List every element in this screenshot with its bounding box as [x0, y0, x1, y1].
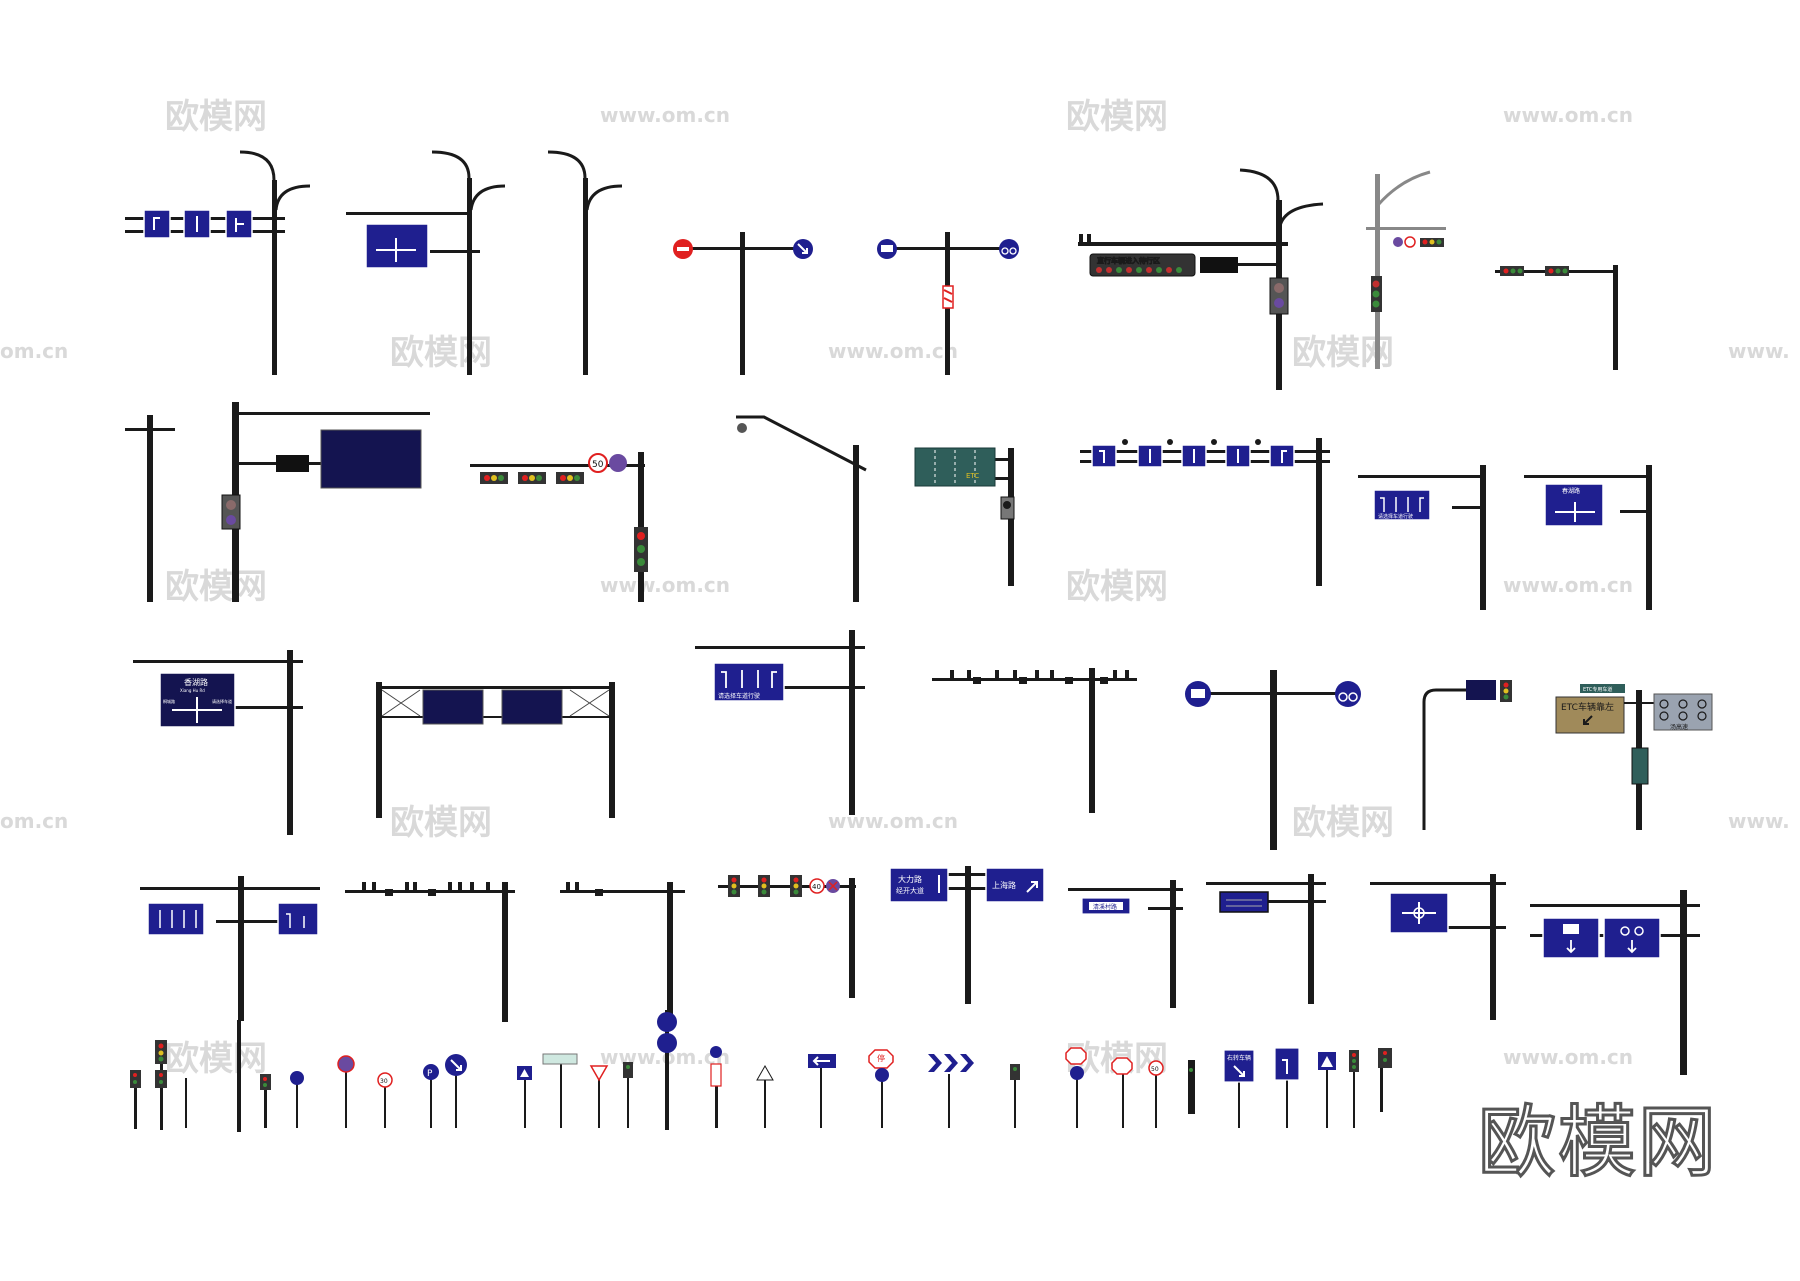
watermarks: 欧模网 www.om.cn 欧模网 www.om.cn om.cn 欧模网 ww… [0, 97, 1790, 1079]
speed-limit-50-small: 50 [1151, 1066, 1159, 1073]
dest-dali: 大力路 [898, 874, 922, 884]
pole-lane-arrow-gantry [1080, 438, 1330, 586]
bicycle-icon [1335, 681, 1361, 707]
pole-l-two-signals [1495, 265, 1618, 370]
pole-t-car-bike-signs [877, 232, 1019, 375]
watermark-url: www.om.cn [1503, 103, 1633, 127]
watermark-url: www. [1728, 339, 1790, 363]
small-sign-posts: 30 P 停 [130, 1010, 1392, 1132]
pole-teal-etc-sign: ETC [914, 447, 1015, 586]
pole-village-sign: 清溪村路 [1068, 880, 1183, 1008]
pole-curved-signal [1422, 680, 1512, 830]
street-name-b: 香湖路 [184, 677, 208, 687]
etc-turn-text: ETC车辆靠左 [1561, 701, 1614, 713]
side-text-right: 请选择车道 [212, 698, 232, 704]
watermark-url: www.om.cn [600, 573, 730, 597]
street-name-b-en: Xiang Hu Rd [180, 688, 205, 693]
pole-lane-guide-overhead: 请选择车道行驶 [695, 630, 865, 815]
pole-two-destination-signs: 大力路 经开大道 上海路 [889, 866, 1045, 1004]
watermark-cn: 欧模网 [1292, 803, 1394, 843]
gantry-double-board [376, 682, 615, 818]
expressway-text: 汤高速 [1670, 723, 1688, 731]
stop-label: 停 [877, 1053, 885, 1063]
pole-etc-lane-signs: ETC专用车道 ETC车辆靠左 汤高速 [1555, 684, 1713, 830]
watermark-url: www.om.cn [1503, 573, 1633, 597]
brand-logo-text: 欧模网 [1476, 1097, 1719, 1190]
watermark-cn: 欧模网 [165, 1039, 267, 1079]
side-text-left: 桐城路 [163, 698, 175, 704]
pole-large-guide-sign: 香湖路 Xiang Hu Rd 桐城路 请选择车道 [133, 650, 303, 835]
pole-camera-short [560, 882, 685, 1017]
parking-label: P [427, 1069, 433, 1079]
pole-lane-guide-sign: 请选择车道行驶 [1358, 465, 1486, 610]
pole-signal-waiting-zone: 直行车辆进入待行区 [1078, 168, 1324, 390]
street-name-a: 春湖路 [1562, 487, 1580, 495]
speed-limit-30: 30 [380, 1078, 388, 1085]
pole-double-streetlight [547, 150, 623, 375]
watermark-cn: 欧模网 [1066, 97, 1168, 137]
pole-car-bike-lane-signs [1530, 890, 1700, 1075]
speed-limit-50: 50 [592, 460, 604, 470]
village-name: 清溪村路 [1093, 903, 1117, 911]
watermark-cn: 欧模网 [390, 803, 492, 843]
pole-camera-gantry [932, 668, 1137, 813]
pole-big-navy-board [221, 402, 430, 602]
pole-navy-board-small [1206, 874, 1326, 1004]
lane-guide-text: 请选择车道行驶 [1378, 513, 1413, 520]
camera-icon [737, 423, 747, 433]
speed-limit-icon [809, 878, 825, 894]
pole-streetlight-lane-signs [125, 150, 311, 375]
dest-shanghai: 上海路 [992, 880, 1016, 890]
watermark-url: www.om.cn [828, 339, 958, 363]
watermark-url: www. [1728, 809, 1790, 833]
pole-gray-signal [1366, 170, 1446, 369]
watermark-cn: 欧模网 [165, 567, 267, 607]
dest-jingkai: 经开大道 [896, 886, 924, 895]
pole-camera-arm [736, 415, 867, 602]
watermark-url: om.cn [0, 339, 68, 363]
bicycle-icon [657, 1012, 677, 1032]
pole-camera-crossbar [345, 882, 515, 1022]
pole-roundabout-guide [1370, 874, 1506, 1020]
watermark-cn: 欧模网 [165, 97, 267, 137]
right-turn-label: 右转车辆 [1227, 1054, 1251, 1062]
etc-top-label: ETC专用车道 [1583, 686, 1612, 693]
watermark-url: om.cn [0, 809, 68, 833]
pole-two-overhead-lane-signs [140, 876, 320, 1021]
watermark-cn: 欧模网 [390, 333, 492, 373]
pole-street-name-sign: 春湖路 [1524, 465, 1652, 610]
speed-limit-icon [588, 453, 608, 473]
speed-limit-40: 40 [812, 883, 821, 891]
pole-t-round-signs [673, 232, 813, 375]
pole-signals-speed: 40 [718, 875, 856, 998]
lane-guide-text: 请选择车道行驶 [718, 692, 760, 700]
watermark-url: www.om.cn [1503, 1045, 1633, 1069]
watermark-url: www.om.cn [600, 103, 730, 127]
poles: 直行车辆进入待行区 [125, 150, 1713, 1132]
pole-plain-crossbar [125, 415, 175, 602]
watermark-url: www.om.cn [828, 809, 958, 833]
pole-l-arrow-signals: 50 [470, 452, 648, 602]
pole-streetlight-guide-sign [346, 150, 506, 375]
etc-label: ETC [966, 472, 979, 480]
watermark-cn: 欧模网 [1066, 567, 1168, 607]
pole-t-car-bike-large [1185, 670, 1361, 850]
waiting-zone-text: 直行车辆进入待行区 [1097, 256, 1160, 265]
